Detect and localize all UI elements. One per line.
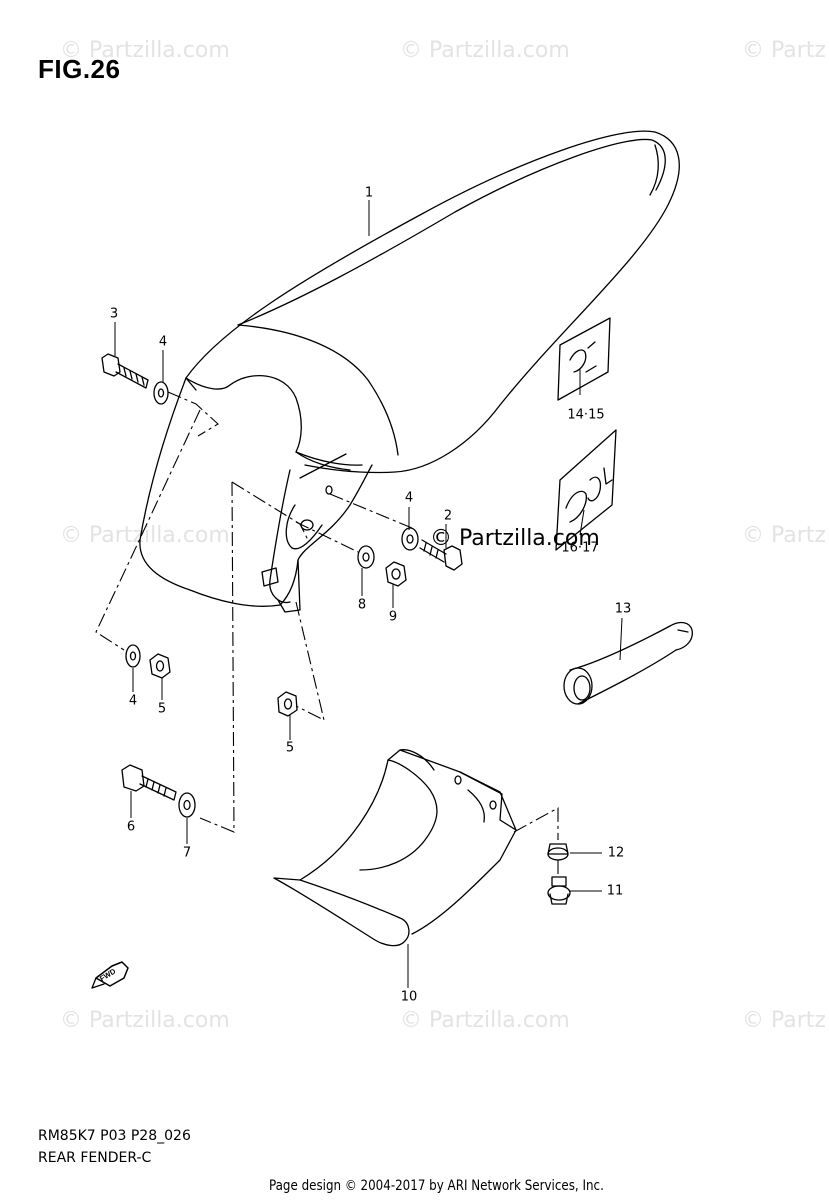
callout-8: 8	[357, 597, 367, 613]
callout-6: 6	[126, 819, 136, 835]
nut-9	[385, 561, 407, 587]
callout-11: 11	[606, 883, 624, 899]
callout-14-15: 14·15	[567, 407, 605, 423]
callout-5: 5	[157, 701, 167, 717]
watermark-center: © Partzilla.com	[430, 526, 600, 551]
washer-4	[401, 527, 419, 551]
callout-2: 2	[443, 508, 453, 524]
callout-4: 4	[158, 334, 168, 350]
bolt-3	[101, 353, 149, 389]
callout-5: 5	[285, 740, 295, 756]
watermark: © Partzilla.com	[60, 38, 230, 63]
flange-nut-12	[547, 843, 569, 861]
callout-7: 7	[182, 845, 192, 861]
decal-16-17	[555, 429, 617, 551]
assembly-line	[167, 391, 219, 437]
callout-4: 4	[404, 490, 414, 506]
figure-title: FIG.26	[38, 54, 121, 84]
watermark: © Partz	[742, 523, 826, 548]
washer-4	[153, 381, 169, 405]
forward-arrow	[91, 961, 129, 989]
washer-7	[178, 792, 196, 818]
washer-4	[125, 644, 141, 668]
bolt-6	[121, 764, 177, 801]
callout-9: 9	[388, 609, 398, 625]
nut-5	[149, 653, 171, 679]
diagram-code: RM85K7 P03 P28_026	[38, 1128, 191, 1144]
callout-1: 1	[364, 185, 374, 201]
diagram-caption: REAR FENDER-C	[38, 1150, 152, 1166]
assembly-line	[329, 493, 413, 529]
watermark: © Partzilla.com	[400, 38, 570, 63]
bolt-11	[547, 876, 571, 905]
watermark: © Partz	[742, 1008, 826, 1033]
copyright-footer: Page design © 2004-2017 by ARI Network S…	[269, 1178, 604, 1194]
watermark: © Partzilla.com	[60, 1008, 230, 1033]
callout-3: 3	[109, 306, 119, 322]
callout-4: 4	[128, 693, 138, 709]
leader-line	[579, 509, 585, 536]
watermark: © Partz	[742, 38, 826, 63]
assembly-line	[295, 521, 359, 553]
spanner-tool-13	[563, 621, 693, 705]
callout-16-17: 16·17	[561, 540, 599, 556]
assembly-line	[199, 481, 235, 833]
bolt-2	[419, 539, 463, 571]
assembly-line	[513, 807, 559, 840]
assembly-line	[295, 601, 325, 722]
forward-badge-label: FWD	[98, 966, 118, 983]
assembly-line	[231, 481, 309, 541]
callout-10: 10	[400, 989, 418, 1005]
mud-guard-10	[273, 749, 517, 947]
assembly-line	[95, 409, 201, 651]
watermark: © Partzilla.com	[400, 1008, 570, 1033]
rear-fender-part	[139, 130, 680, 613]
nut-5	[277, 691, 298, 717]
washer-8	[357, 545, 375, 569]
callout-12: 12	[607, 845, 625, 861]
leader-line	[619, 617, 623, 661]
callout-13: 13	[614, 601, 632, 617]
